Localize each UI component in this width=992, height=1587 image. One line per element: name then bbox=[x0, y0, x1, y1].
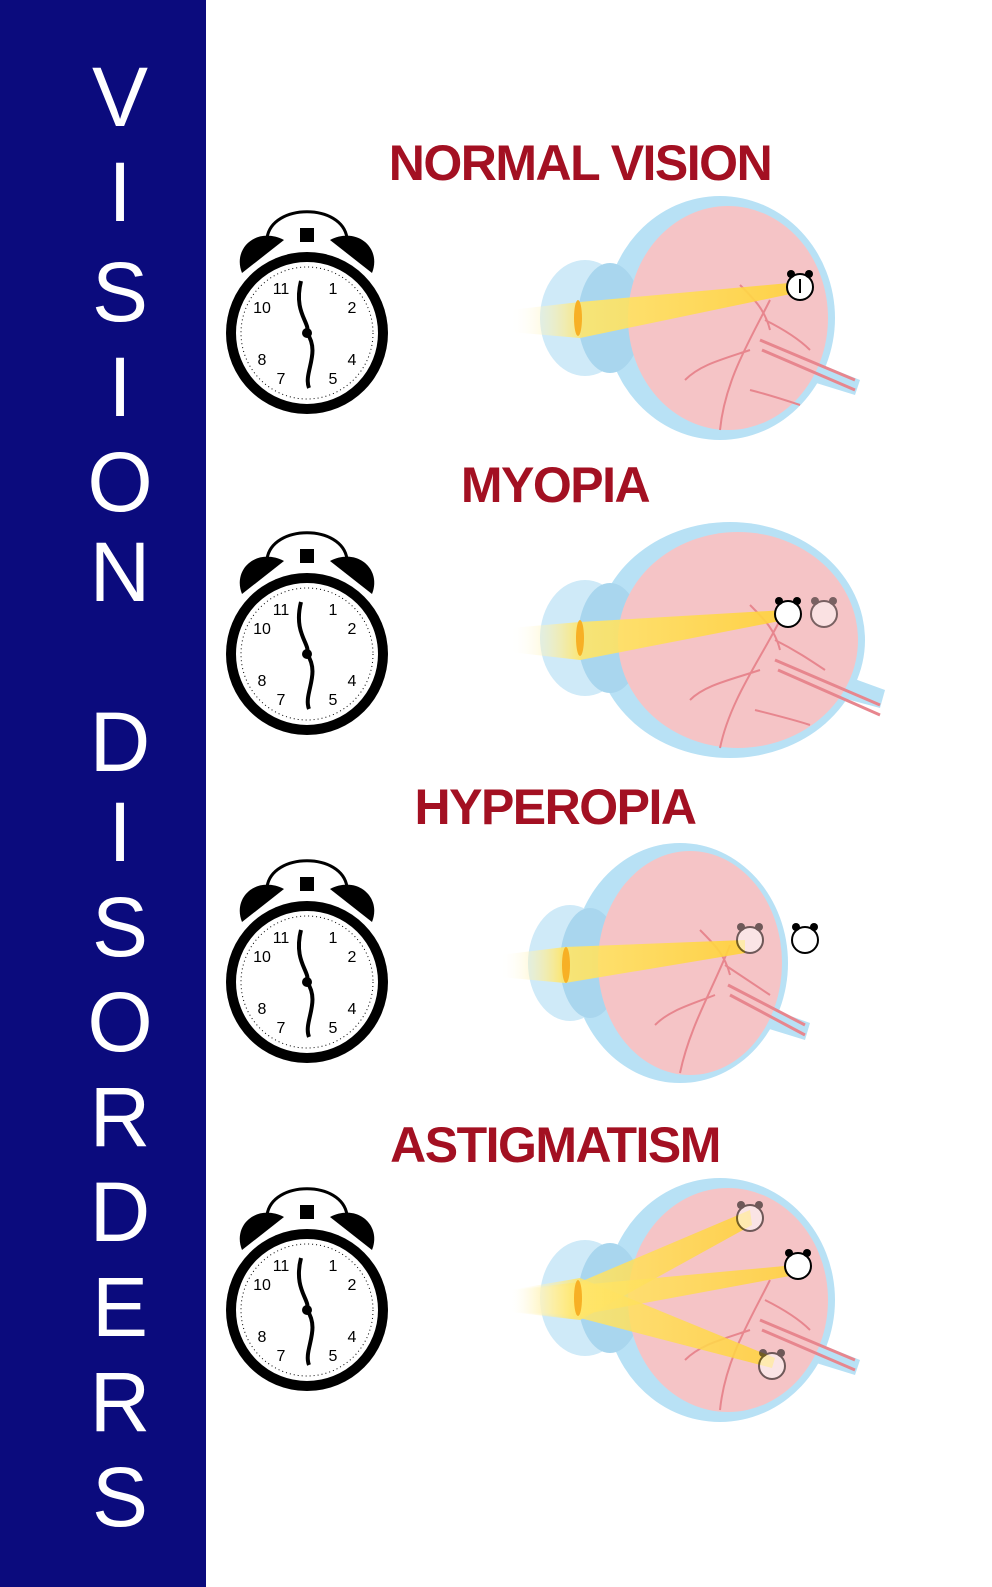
clock-numeral: 5 bbox=[329, 371, 338, 388]
clock-numeral: 11 bbox=[273, 602, 290, 619]
title-letter: V bbox=[91, 50, 149, 144]
eye-diagram-hyperopia bbox=[500, 843, 819, 1083]
clock-numeral: 11 bbox=[273, 1258, 290, 1275]
clock-numeral: 4 bbox=[348, 1329, 357, 1346]
clock-numeral: 10 bbox=[253, 300, 271, 317]
clock-numeral: 11 bbox=[273, 281, 290, 298]
eye-diagram-astigmatism bbox=[510, 1178, 860, 1422]
image-clock bbox=[791, 923, 819, 954]
clock-numeral: 11 bbox=[273, 930, 290, 947]
clock-numeral: 1 bbox=[329, 1258, 338, 1275]
clock-numeral: 7 bbox=[277, 371, 286, 388]
clock-numeral: 2 bbox=[348, 621, 357, 638]
clock-numeral: 2 bbox=[348, 300, 357, 317]
title-letter: S bbox=[91, 1450, 149, 1544]
clock-numeral: 2 bbox=[348, 949, 357, 966]
title-letter: R bbox=[89, 1070, 151, 1164]
title-letter: S bbox=[91, 880, 149, 974]
clock-numeral: 2 bbox=[348, 1277, 357, 1294]
title-hyperopia: HYPEROPIA bbox=[414, 779, 697, 835]
clock-numeral: 7 bbox=[277, 1020, 286, 1037]
clock-numeral: 4 bbox=[348, 673, 357, 690]
clock-numeral: 10 bbox=[253, 621, 271, 638]
title-letter: I bbox=[108, 340, 132, 434]
eye-diagram-normal bbox=[510, 196, 860, 440]
clock-numeral: 5 bbox=[329, 1348, 338, 1365]
clock-numeral: 8 bbox=[258, 673, 267, 690]
blurred-clock bbox=[736, 1201, 764, 1232]
clock-numeral: 4 bbox=[348, 1001, 357, 1018]
title-astigmatism: ASTIGMATISM bbox=[390, 1117, 721, 1173]
blurred-clock bbox=[810, 597, 838, 628]
clock-numeral: 5 bbox=[329, 692, 338, 709]
title-letter: I bbox=[108, 785, 132, 879]
title-letter: O bbox=[87, 435, 153, 529]
clock-numeral: 1 bbox=[329, 281, 338, 298]
clock-numeral: 4 bbox=[348, 352, 357, 369]
clock-numeral: 1 bbox=[329, 602, 338, 619]
title-letter: D bbox=[89, 1165, 151, 1259]
title-myopia: MYOPIA bbox=[460, 457, 651, 513]
blurred-clock bbox=[736, 923, 764, 954]
title-letter: N bbox=[89, 525, 151, 619]
clock-numeral: 10 bbox=[253, 949, 271, 966]
image-clock bbox=[784, 1249, 812, 1280]
title-letter: I bbox=[108, 145, 132, 239]
clock-numeral: 8 bbox=[258, 1001, 267, 1018]
title-letter: S bbox=[91, 245, 149, 339]
clock-numeral: 8 bbox=[258, 1329, 267, 1346]
image-clock bbox=[786, 270, 814, 301]
title-letter: R bbox=[89, 1355, 151, 1449]
clock-numeral: 7 bbox=[277, 692, 286, 709]
blurred-clock bbox=[758, 1349, 786, 1380]
clock-numeral: 10 bbox=[253, 1277, 271, 1294]
clock-numeral: 1 bbox=[329, 930, 338, 947]
title-letter: D bbox=[89, 695, 151, 789]
clock-numeral: 7 bbox=[277, 1348, 286, 1365]
title-letter: E bbox=[91, 1260, 149, 1354]
clock-numeral: 5 bbox=[329, 1020, 338, 1037]
title-letter: O bbox=[87, 975, 153, 1069]
title-normal-vision: NORMAL VISION bbox=[388, 135, 773, 191]
image-clock bbox=[774, 597, 802, 628]
eye-diagram-myopia bbox=[510, 522, 885, 758]
clock-numeral: 8 bbox=[258, 352, 267, 369]
